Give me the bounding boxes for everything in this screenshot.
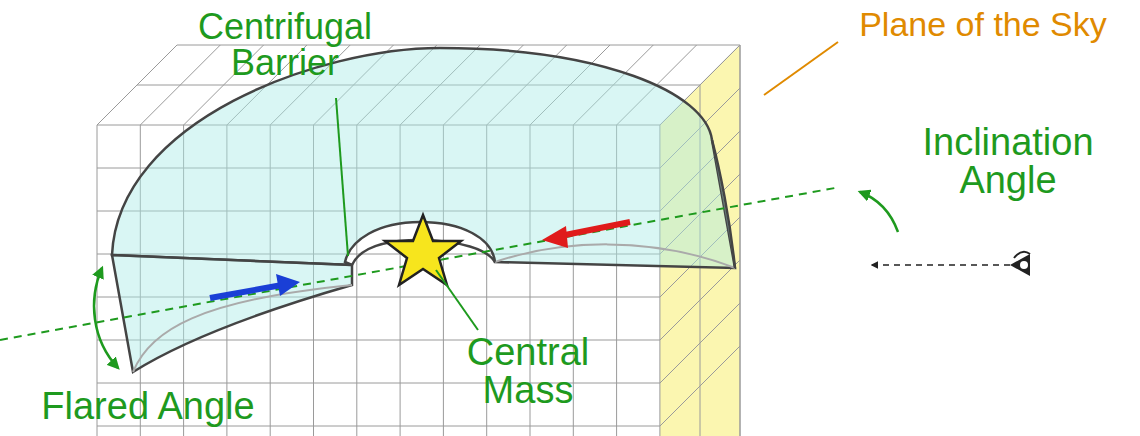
leader-line (336, 98, 348, 256)
flared-angle-label: Flared Angle (38, 386, 257, 426)
leader-line (764, 42, 838, 95)
inclination-arrow (860, 192, 898, 232)
disk-rim (712, 140, 735, 268)
line-of-sight (0, 188, 835, 340)
blue-arrow (210, 285, 282, 298)
central-star (385, 215, 461, 285)
disk-cut (112, 255, 352, 372)
central-mass-label: Central Mass (440, 332, 616, 410)
grid (97, 45, 740, 436)
disk-lower-edge (495, 244, 735, 268)
sky-plane-label: Plane of the Sky (856, 6, 1110, 42)
inclination-label: Inclination Angle (880, 122, 1136, 200)
observer-eye (1010, 252, 1030, 276)
blue-arrow-head (276, 274, 300, 296)
red-arrow-head (542, 226, 568, 248)
red-arrow (560, 222, 630, 236)
view-direction (872, 264, 1012, 266)
flared-angle-arrow (94, 268, 118, 368)
disk-lower-edge (133, 285, 352, 372)
barrier-label: Centrifugal Barrier (162, 8, 408, 82)
leader-line (436, 270, 478, 330)
